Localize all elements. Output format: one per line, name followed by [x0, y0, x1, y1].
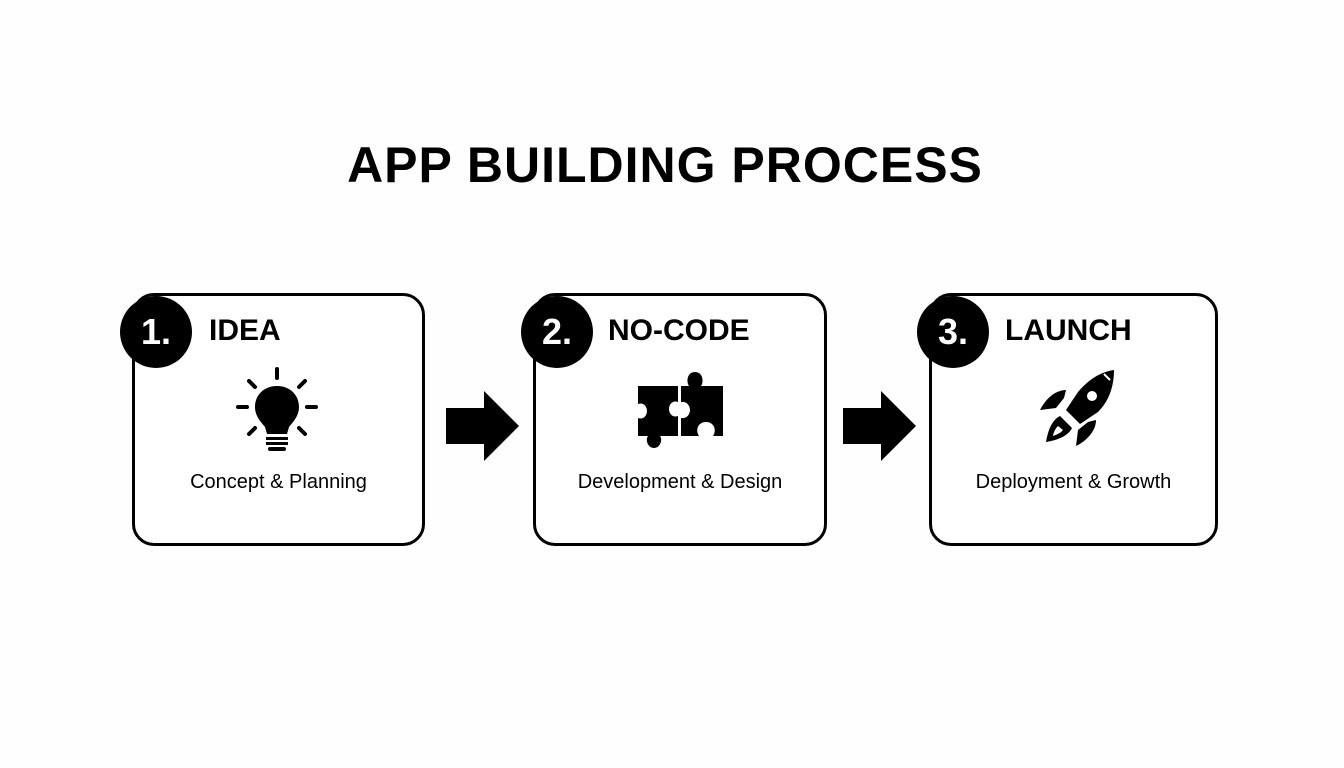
step-subtitle: Development & Design — [577, 471, 783, 493]
step-heading: IDEA — [209, 314, 281, 347]
step-number-badge: 3. — [917, 296, 989, 368]
puzzle-icon — [638, 372, 723, 448]
step-subtitle: Deployment & Growth — [975, 471, 1172, 493]
rocket-icon — [1040, 370, 1114, 446]
arrow-right-icon — [446, 391, 519, 461]
step-subtitle: Concept & Planning — [190, 471, 367, 493]
step-heading: LAUNCH — [1005, 314, 1132, 347]
page-title: APP BUILDING PROCESS — [347, 137, 983, 193]
lightbulb-icon — [236, 367, 318, 451]
arrow-right-icon — [843, 391, 916, 461]
step-number-badge: 2. — [521, 296, 593, 368]
step-heading: NO-CODE — [608, 314, 750, 347]
step-number-badge: 1. — [120, 296, 192, 368]
